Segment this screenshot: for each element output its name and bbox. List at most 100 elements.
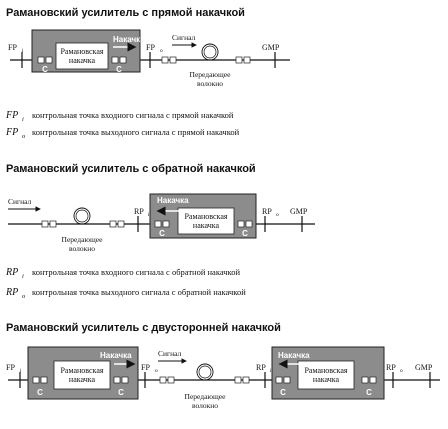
coupler-left-b [45, 56, 53, 64]
rp-in-label: RP [256, 363, 266, 372]
coupler-4 [361, 376, 369, 384]
def-fpo-sym: FP [5, 127, 18, 138]
signal-label: Сигнал [158, 349, 182, 358]
pump-label-left: Накачка [100, 351, 132, 360]
definitions-backward: RP i контрольная точка входного сигнала … [5, 267, 246, 300]
def-rpi-sub: i [22, 273, 24, 280]
def-fpo-text: контрольная точка выходного сигнала с пр… [32, 127, 240, 137]
coupler-left [37, 56, 45, 64]
backward-diagram: Сигнал Передающее волокно RP i Рамановск… [8, 193, 315, 253]
def-rpo-sub: o [22, 293, 26, 300]
raman-pump-inner-box [177, 207, 235, 235]
pump-label-right: Накачка [278, 351, 310, 360]
def-rpo-sym: RP [5, 287, 18, 298]
coupler-label-left: C [159, 229, 165, 238]
coupler-label-right: C [242, 229, 248, 238]
coupler-right-b [119, 56, 127, 64]
coupler-1 [32, 376, 40, 384]
fp-in-label: FP [6, 363, 15, 372]
fiber-spool [196, 363, 214, 381]
coupler-left-b [162, 220, 170, 228]
fiber-label-2: волокно [192, 401, 218, 410]
rp-out-label: RP [262, 207, 272, 216]
bidirectional-diagram: FP i Рамановская накачка Накачка C C FP … [6, 346, 440, 410]
fp-out-label: FP [141, 363, 150, 372]
section-title-backward: Рамановский усилитель с обратной накачко… [6, 163, 256, 175]
connector-2 [49, 220, 57, 228]
fiber-label-2: волокно [197, 79, 223, 88]
raman-pump-label-line2: накачка [193, 221, 220, 230]
raman-pump-label-line2: накачка [313, 375, 340, 384]
fp-in-sub: i [20, 368, 22, 374]
coupler-1b [40, 376, 48, 384]
raman-pump-label-line1: Рамановская [184, 212, 227, 221]
coupler-label-3: C [280, 388, 286, 397]
def-fpi-text: контрольная точка входного сигнала с пря… [32, 110, 234, 120]
section-title-forward: Рамановский усилитель с прямой накачкой [6, 7, 245, 19]
connector-2 [167, 376, 175, 384]
fiber-label-1: Передающее [62, 235, 104, 244]
gmp-label: GMP [290, 207, 308, 216]
fiber-label-1: Передающее [185, 392, 227, 401]
coupler-label-1: C [37, 388, 43, 397]
coupler-right [111, 56, 119, 64]
coupler-2b [121, 376, 129, 384]
section-title-bidirectional: Рамановский усилитель с двусторонней нак… [6, 322, 281, 334]
fiber-spool [73, 207, 91, 225]
gmp-label: GMP [262, 43, 280, 52]
connector-4 [242, 376, 250, 384]
connector-3 [234, 376, 242, 384]
rp-in-sub: i [148, 212, 150, 218]
fiber-label-1: Передающее [190, 70, 232, 79]
raman-pump-inner-box [55, 42, 109, 70]
fp-out-label: FP [146, 43, 155, 52]
definitions-forward: FP i контрольная точка входного сигнала … [5, 110, 240, 140]
coupler-right-b [245, 220, 253, 228]
raman-pump-label-line1: Рамановская [304, 366, 347, 375]
fp-in-sub: i [22, 48, 24, 54]
def-fpi-sym: FP [5, 110, 18, 121]
raman-pump-label-line1: Рамановская [60, 366, 103, 375]
connector-1 [159, 376, 167, 384]
coupler-4b [369, 376, 377, 384]
fiber-spool [201, 43, 219, 61]
raman-pump-inner-box-left [53, 360, 111, 390]
connector-2 [169, 56, 177, 64]
pump-label: Накачка [113, 35, 145, 44]
def-rpi-sym: RP [5, 267, 18, 278]
raman-pump-label-line1: Рамановская [60, 47, 103, 56]
rp-out-sub: o [276, 212, 279, 218]
raman-pump-inner-box-right [297, 360, 355, 390]
forward-diagram: Рамановская накачка Накачка C C FP i FP … [8, 29, 290, 88]
coupler-3b [283, 376, 291, 384]
connector-3 [109, 220, 117, 228]
connector-3 [235, 56, 243, 64]
gmp-label: GMP [415, 363, 433, 372]
fp-out-sub: o [155, 368, 158, 374]
connector-4 [243, 56, 251, 64]
coupler-label-2: C [118, 388, 124, 397]
coupler-left [154, 220, 162, 228]
coupler-label-left: C [42, 65, 48, 74]
coupler-label-4: C [366, 388, 372, 397]
fp-out-sub: o [160, 48, 163, 54]
def-fpo-sub: o [22, 133, 26, 140]
rp-in-label: RP [134, 207, 144, 216]
def-rpi-text: контрольная точка входного сигнала с обр… [32, 267, 240, 277]
signal-label: Сигнал [172, 33, 196, 42]
fp-in-label: FP [8, 43, 17, 52]
coupler-3 [275, 376, 283, 384]
coupler-right [237, 220, 245, 228]
rp-out-sub: o [400, 368, 403, 374]
raman-pump-label-line2: накачка [69, 375, 96, 384]
connector-1 [41, 220, 49, 228]
signal-label: Сигнал [8, 197, 32, 206]
def-rpo-text: контрольная точка выходного сигнала с об… [32, 287, 246, 297]
raman-pump-label-line2: накачка [69, 56, 96, 65]
pump-label: Накачка [157, 196, 189, 205]
fiber-label-2: волокно [69, 244, 95, 253]
coupler-2 [113, 376, 121, 384]
rp-in-sub: i [270, 368, 272, 374]
connector-4 [117, 220, 125, 228]
